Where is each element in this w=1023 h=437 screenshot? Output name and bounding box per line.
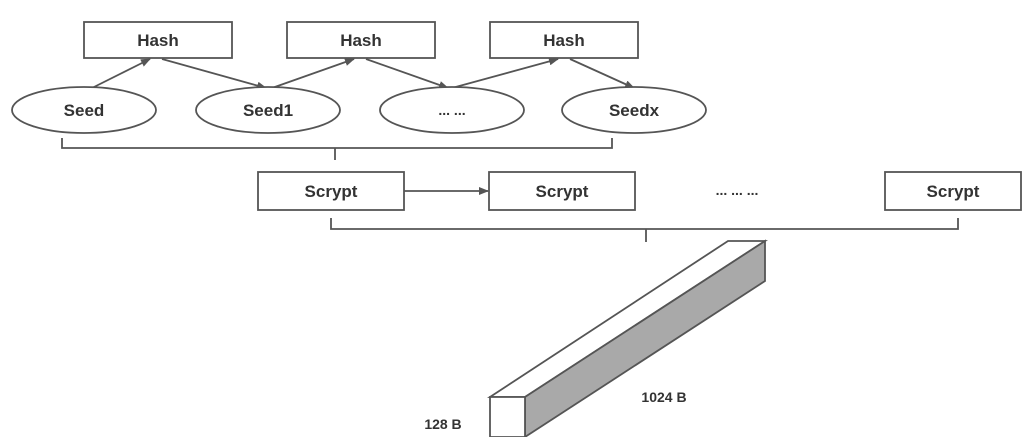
seed-label-2: Seed1 — [243, 101, 293, 120]
hash-box-3: Hash — [489, 21, 639, 59]
hash-label-1: Hash — [137, 31, 179, 50]
memory-block-side-face — [524, 239, 766, 437]
arrow-hash3-to-seedx — [569, 58, 635, 89]
arrow-seedn-to-hash3 — [451, 57, 559, 89]
arrow-hash2-to-seedn — [365, 58, 449, 89]
hash-label-3: Hash — [543, 31, 585, 50]
scrypt-label-3: Scrypt — [927, 182, 980, 201]
memory-block — [486, 239, 769, 437]
scrypt-brace — [330, 218, 959, 242]
memory-block-top-face — [486, 240, 769, 398]
seed-label-1: Seed — [64, 101, 105, 120]
seed-label-4: Seedx — [609, 101, 660, 120]
seed-node-1: Seed — [11, 86, 157, 134]
memory-length-label: 1024 B — [641, 389, 686, 405]
scrypt-label-1: Scrypt — [305, 182, 358, 201]
hash-chain-arrows — [91, 57, 635, 90]
memory-block-front-face — [489, 396, 526, 437]
seed-label-3: ... ... — [438, 102, 465, 118]
scrypt-box-3: Scrypt — [884, 171, 1022, 211]
scrypt-label-2: Scrypt — [536, 182, 589, 201]
hash-box-2: Hash — [286, 21, 436, 59]
arrow-seed-to-hash1 — [91, 58, 151, 89]
arrow-hash1-to-seed1 — [161, 58, 267, 90]
arrow-seed1-to-hash2 — [271, 58, 355, 89]
scrypt-box-1: Scrypt — [257, 171, 405, 211]
seed-node-2: Seed1 — [195, 86, 341, 134]
scrypt-box-2: Scrypt — [488, 171, 636, 211]
hash-label-2: Hash — [340, 31, 382, 50]
seed-node-3: ... ... — [379, 86, 525, 134]
hash-box-1: Hash — [83, 21, 233, 59]
seeds-brace — [61, 138, 613, 160]
scrypt-ellipsis: ... ... ... — [716, 182, 759, 198]
memory-width-label: 128 B — [424, 416, 461, 432]
seed-node-4: Seedx — [561, 86, 707, 134]
